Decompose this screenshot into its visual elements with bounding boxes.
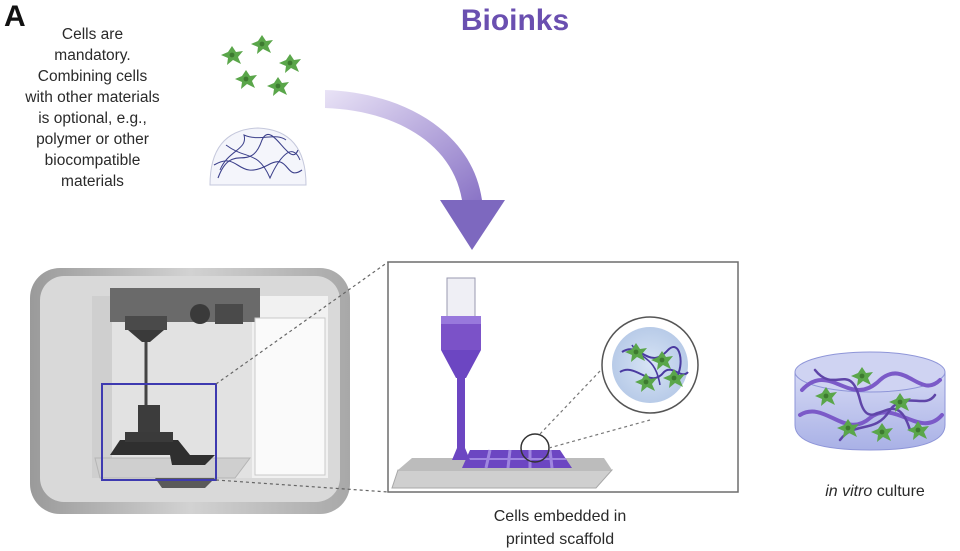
cells-icon — [221, 35, 301, 96]
magnifier-circle-icon — [601, 316, 699, 414]
note-line: mandatory. — [54, 47, 131, 64]
note-line: Cells are — [61, 26, 124, 43]
syringe-nozzle-icon — [441, 277, 481, 460]
diagram-title: Bioinks — [460, 4, 570, 37]
caption-line: Cells embedded in — [493, 508, 627, 525]
note-line: biocompatible — [44, 152, 141, 169]
note-line: with other materials — [25, 89, 160, 106]
printed-scaffold-caption: Cells embedded in printed scaffold — [440, 505, 680, 551]
bioink-composition-note: Cells are mandatory. Combining cells wit… — [0, 24, 185, 192]
3d-bioprinter-icon — [30, 268, 350, 514]
zoom-connector-top — [215, 261, 389, 385]
note-line: materials — [61, 173, 124, 190]
curved-arrow-icon — [325, 90, 505, 250]
zoom-connector-bottom — [215, 479, 389, 493]
polymer-mesh-icon — [209, 127, 307, 186]
caption-line: printed scaffold — [505, 531, 615, 548]
culture-caption-rest: culture — [872, 483, 925, 500]
cultured-construct-icon — [794, 351, 946, 451]
note-line: is optional, e.g., — [38, 110, 147, 127]
culture-caption-italic: in vitro — [825, 483, 873, 500]
note-line: Combining cells — [37, 68, 148, 85]
note-line: polymer or other — [36, 131, 149, 148]
panel-label: A — [4, 0, 26, 33]
culture-caption: in vitro culture — [795, 483, 955, 501]
